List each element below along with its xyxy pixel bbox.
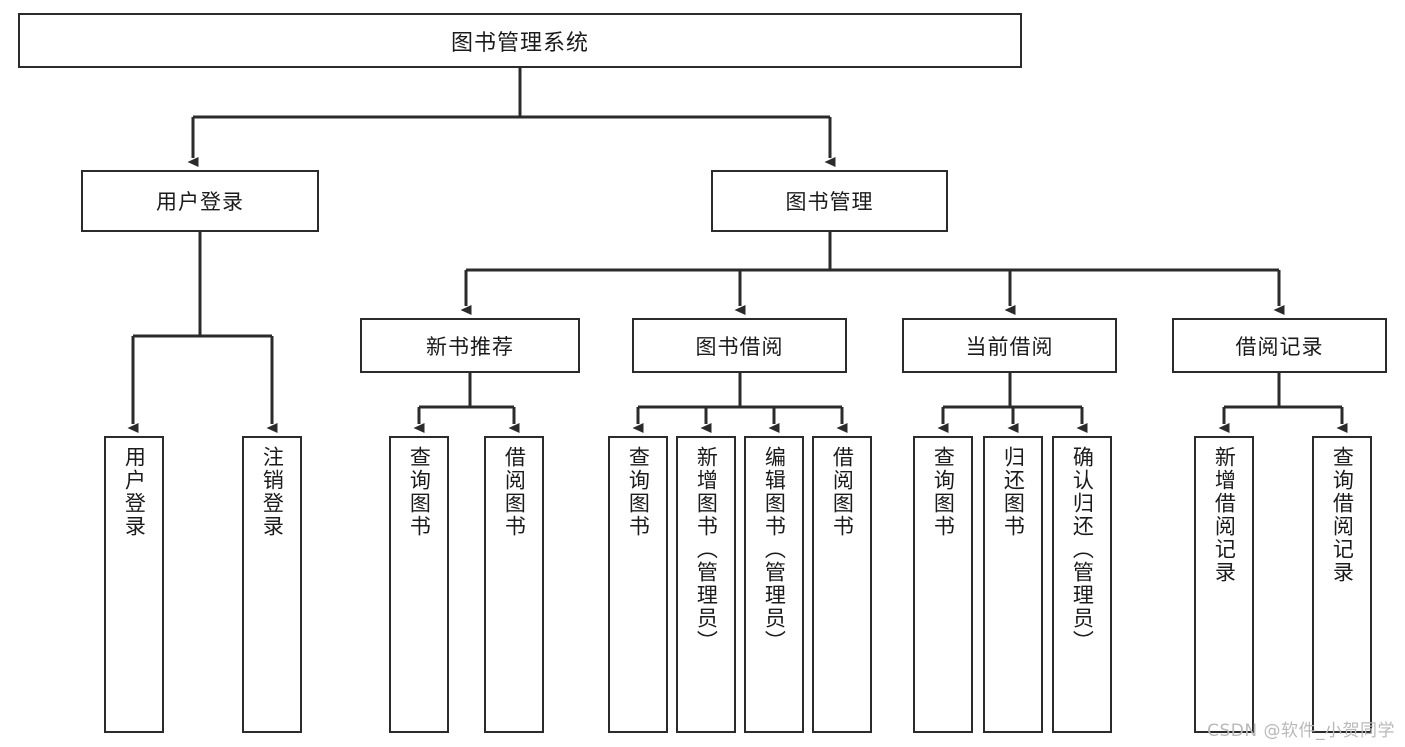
node-user-login[interactable]: 用户登录 — [81, 170, 319, 232]
leaf-logout-label: 注销登录 — [260, 446, 285, 538]
leaf-query-book-2-label: 查询图书 — [626, 446, 651, 538]
node-book-manage[interactable]: 图书管理 — [711, 170, 948, 232]
node-user-login-label: 用户登录 — [156, 190, 244, 214]
leaf-confirm-return-label: 确认归还（管理员） — [1070, 446, 1095, 653]
csdn-watermark: CSDN @软件_小贺同学 — [1207, 721, 1395, 741]
leaf-borrow-book-1[interactable]: 借阅图书 — [484, 436, 544, 733]
leaf-user-login-label: 用户登录 — [122, 446, 147, 538]
leaf-add-record-label: 新增借阅记录 — [1212, 446, 1237, 584]
leaf-return-book-label: 归还图书 — [1001, 446, 1026, 538]
leaf-query-book-1[interactable]: 查询图书 — [389, 436, 449, 733]
leaf-add-record[interactable]: 新增借阅记录 — [1194, 436, 1254, 733]
leaf-edit-book-label: 编辑图书（管理员） — [762, 446, 787, 653]
leaf-confirm-return[interactable]: 确认归还（管理员） — [1052, 436, 1112, 733]
leaf-query-book-2[interactable]: 查询图书 — [608, 436, 668, 733]
node-book-borrow[interactable]: 图书借阅 — [632, 318, 847, 373]
node-root-label: 图书管理系统 — [450, 30, 589, 56]
node-root[interactable]: 图书管理系统 — [18, 13, 1022, 68]
leaf-add-book-label: 新增图书（管理员） — [694, 446, 719, 653]
leaf-logout[interactable]: 注销登录 — [242, 436, 302, 733]
leaf-query-record-label: 查询借阅记录 — [1330, 446, 1355, 584]
node-book-manage-label: 图书管理 — [785, 190, 874, 214]
node-book-borrow-label: 图书借阅 — [695, 334, 784, 359]
node-current-borrow-label: 当前借阅 — [965, 334, 1054, 359]
leaf-add-book[interactable]: 新增图书（管理员） — [676, 436, 736, 733]
leaf-query-book-1-label: 查询图书 — [407, 446, 432, 538]
leaf-query-book-3[interactable]: 查询图书 — [913, 436, 973, 733]
node-new-book-rec[interactable]: 新书推荐 — [360, 318, 580, 373]
leaf-user-login[interactable]: 用户登录 — [104, 436, 164, 733]
node-borrow-record[interactable]: 借阅记录 — [1172, 318, 1387, 373]
leaf-borrow-book-2-label: 借阅图书 — [830, 446, 855, 538]
node-current-borrow[interactable]: 当前借阅 — [902, 318, 1117, 373]
leaf-query-record[interactable]: 查询借阅记录 — [1312, 436, 1372, 733]
node-new-book-rec-label: 新书推荐 — [426, 334, 514, 359]
leaf-edit-book[interactable]: 编辑图书（管理员） — [744, 436, 804, 733]
leaf-return-book[interactable]: 归还图书 — [983, 436, 1043, 733]
leaf-borrow-book-1-label: 借阅图书 — [502, 446, 527, 538]
node-borrow-record-label: 借阅记录 — [1235, 334, 1324, 359]
leaf-query-book-3-label: 查询图书 — [931, 446, 956, 538]
leaf-borrow-book-2[interactable]: 借阅图书 — [812, 436, 872, 733]
